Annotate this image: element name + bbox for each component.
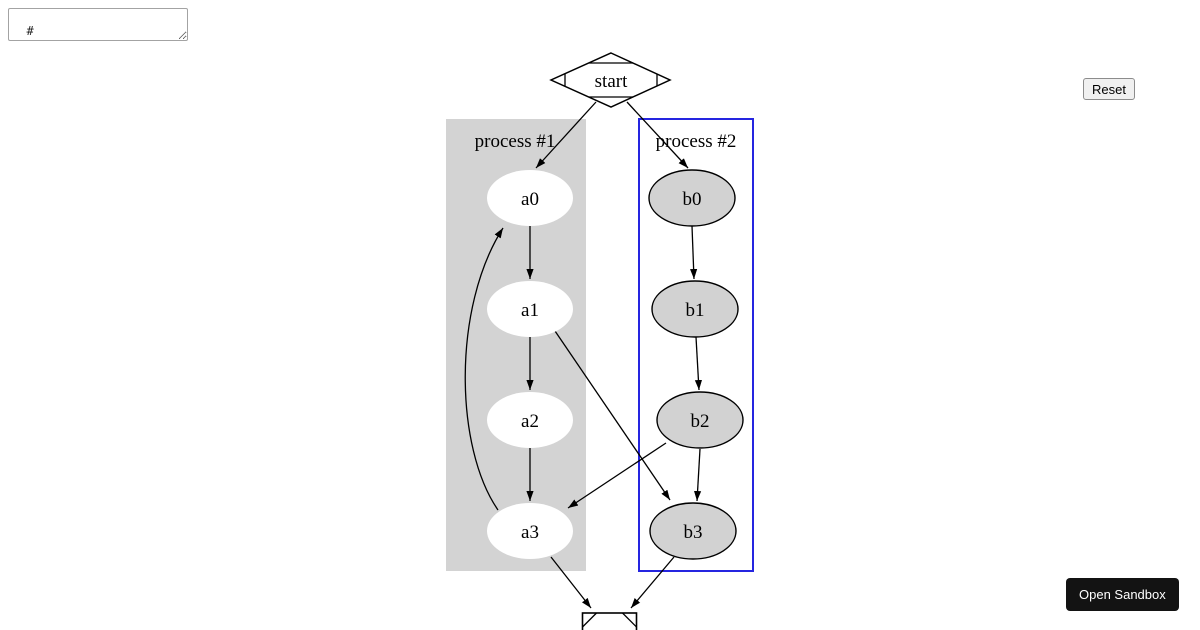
edge-b1-b2	[694, 336, 703, 391]
node-end-shape	[581, 612, 638, 630]
node-b2: b2	[656, 391, 744, 449]
node-end	[581, 612, 638, 630]
node-a3-label: a3	[521, 522, 539, 543]
dot-source-textarea[interactable]: #	[8, 8, 188, 41]
node-a0-label: a0	[521, 189, 539, 210]
cluster-process-2: process #2	[638, 118, 754, 572]
node-b0: b0	[648, 169, 736, 227]
edge-group	[464, 101, 703, 609]
edge-b2-a3	[567, 442, 667, 509]
node-a1-label: a1	[521, 300, 539, 321]
node-a2-label: a2	[521, 411, 539, 432]
node-b1: b1	[651, 280, 739, 338]
edge-start-b0	[626, 101, 689, 169]
edge-a3-end	[550, 556, 592, 609]
node-b3-shape	[649, 502, 737, 560]
node-a1: a1	[487, 281, 573, 337]
node-b3-label: b3	[684, 522, 703, 543]
edge-b2-b3	[693, 448, 702, 502]
edge-b3-end	[630, 556, 675, 609]
node-end-topright-cut	[622, 612, 637, 628]
node-a2-shape	[487, 392, 573, 448]
cluster-process-1-label: process #1	[475, 131, 556, 152]
node-b0-label: b0	[683, 189, 702, 210]
node-b1-shape	[651, 280, 739, 338]
edge-a1-b3	[554, 330, 671, 501]
node-b2-shape	[656, 391, 744, 449]
reset-button[interactable]: Reset	[1083, 78, 1135, 100]
node-start-shape	[549, 52, 672, 108]
node-a3-shape	[487, 503, 573, 559]
edge-a3-a0	[464, 227, 504, 511]
edge-start-a0	[535, 101, 597, 169]
node-b1-label: b1	[686, 300, 705, 321]
node-a0-shape	[487, 170, 573, 226]
node-b2-label: b2	[691, 411, 710, 432]
node-a1-shape	[487, 281, 573, 337]
node-a0: a0	[487, 170, 573, 226]
edge-b0-b1	[690, 225, 698, 280]
cluster-process-2-box	[638, 118, 754, 572]
node-a2: a2	[487, 392, 573, 448]
cluster-process-2-label: process #2	[656, 131, 737, 152]
node-start: start	[549, 52, 672, 108]
node-start-label: start	[595, 71, 628, 92]
node-end-topleft-cut	[582, 612, 597, 628]
open-sandbox-button[interactable]: Open Sandbox	[1066, 578, 1179, 611]
node-b3: b3	[649, 502, 737, 560]
node-a3: a3	[487, 503, 573, 559]
node-b0-shape	[648, 169, 736, 227]
